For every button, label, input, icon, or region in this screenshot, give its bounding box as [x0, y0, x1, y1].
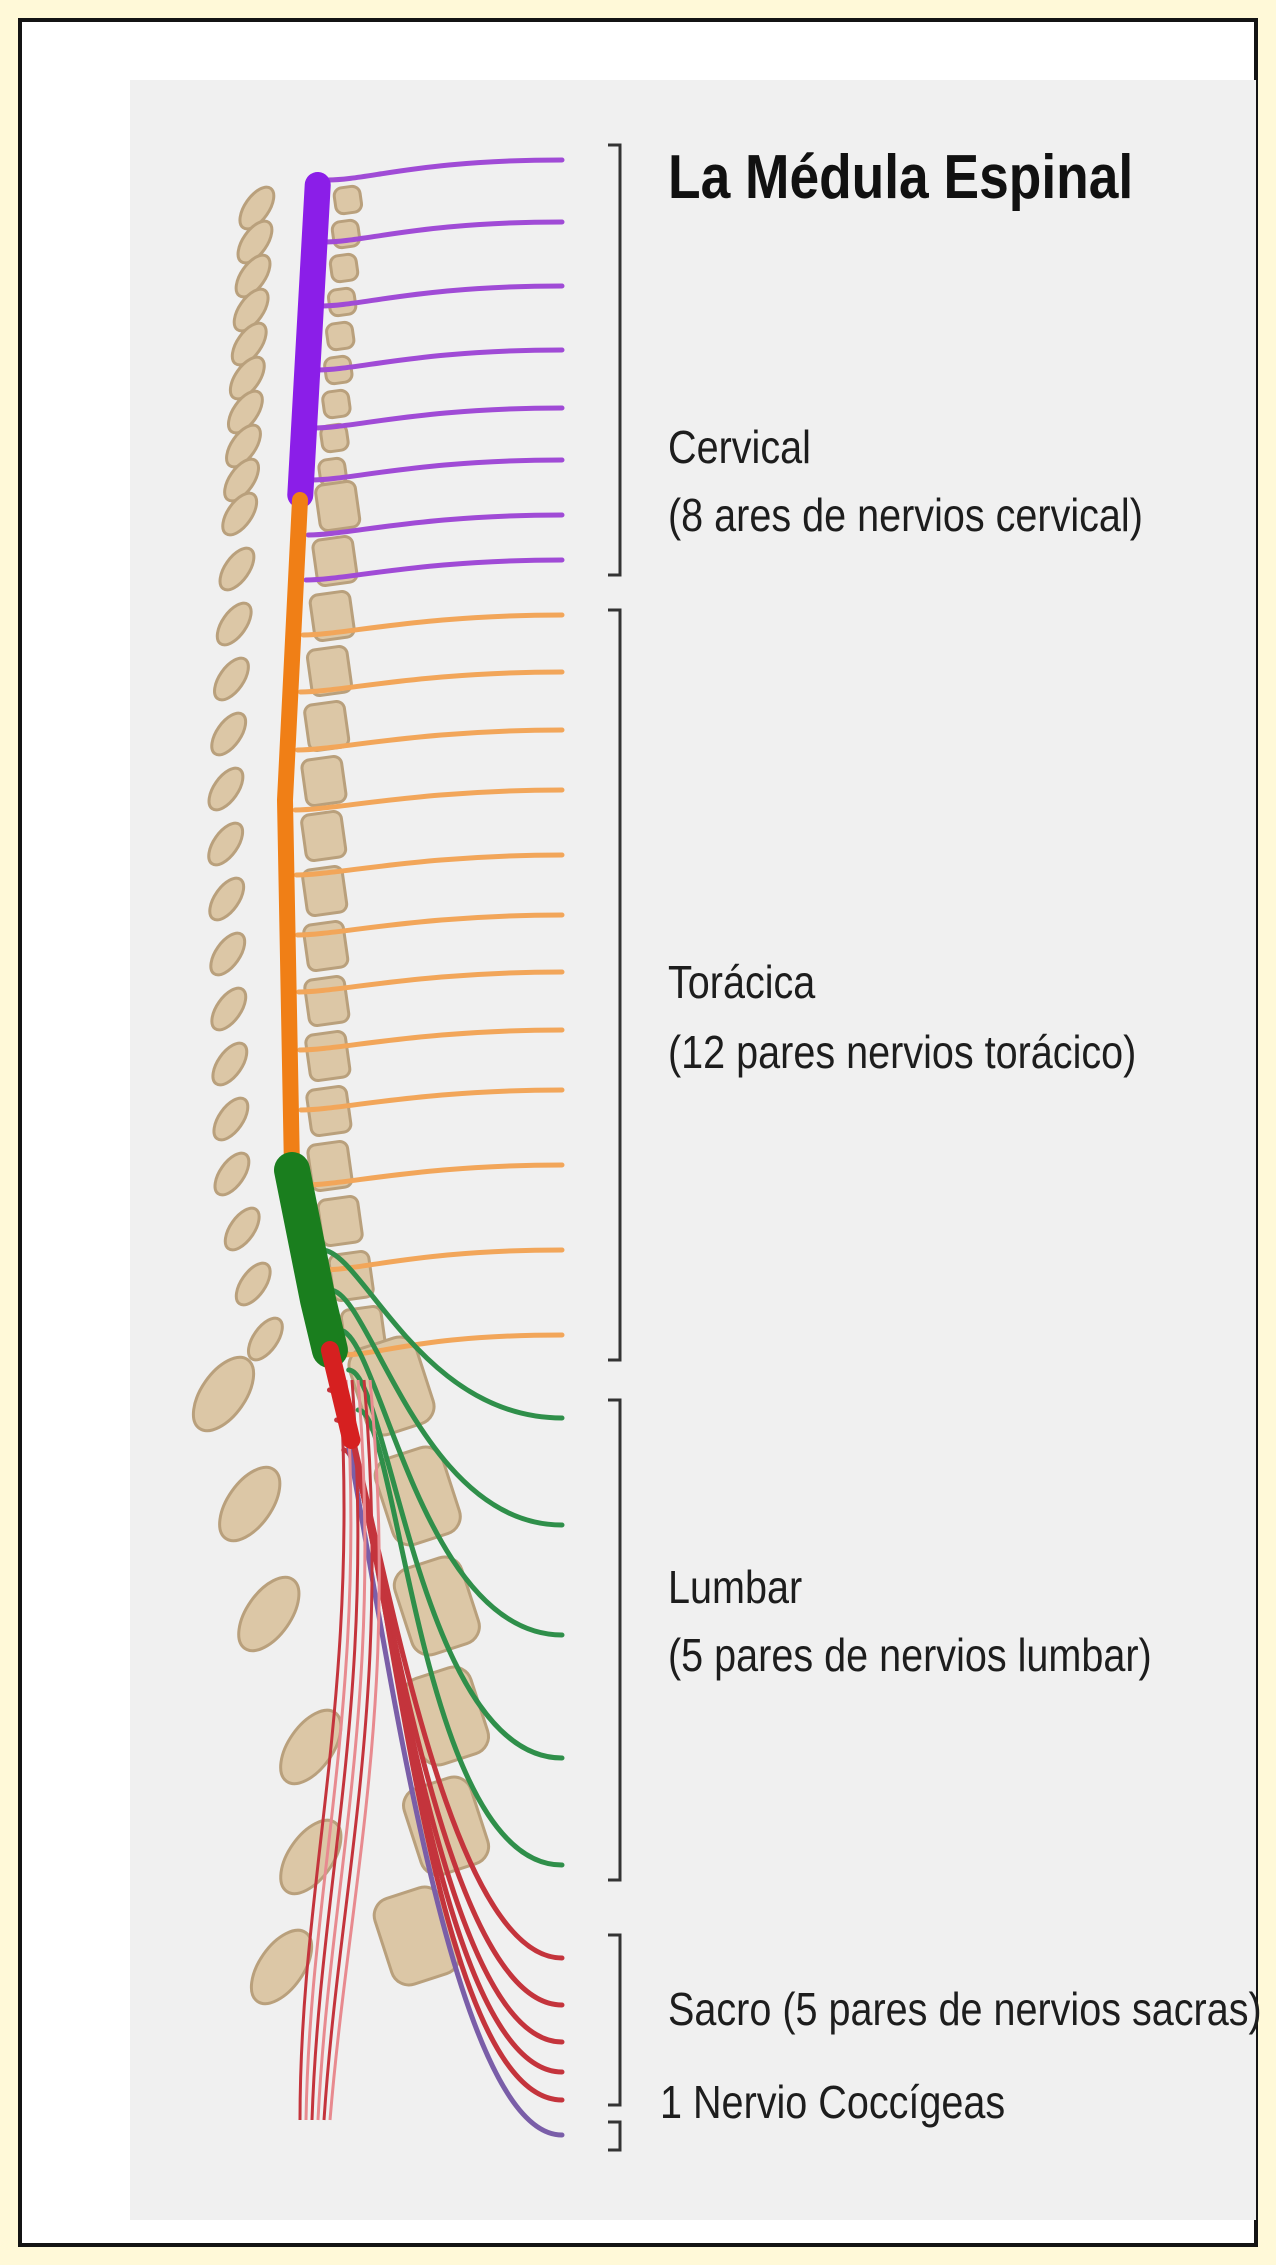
spinous-process	[213, 656, 250, 702]
cervical-nerve	[322, 219, 565, 245]
vertebra-body	[321, 388, 352, 420]
vertebra-body	[300, 754, 348, 808]
thoracic-nerve	[298, 1087, 565, 1113]
vertebra-body	[300, 809, 348, 863]
cervical-nerve	[303, 557, 565, 583]
spinous-process	[223, 457, 260, 503]
vertebra-body	[332, 184, 364, 216]
thoracic-nerve	[293, 852, 565, 878]
spinous-process	[215, 601, 253, 647]
spinous-process	[212, 1096, 250, 1142]
cauda-equina-strand	[310, 1379, 360, 2121]
lumbar-cord-segment	[274, 1152, 348, 1368]
spinous-process	[246, 1316, 284, 1362]
thoracic-nerve	[295, 912, 565, 938]
cauda-equina-strand	[322, 1379, 374, 2121]
diagram-title: La Médula Espinal	[668, 143, 1134, 212]
spinous-process	[230, 321, 268, 367]
vertebra-body	[305, 1084, 353, 1138]
lumbar-description: (5 pares de nervios lumbar)	[668, 1629, 1152, 1681]
spinous-process	[234, 253, 272, 299]
spinous-process	[236, 219, 274, 265]
coccygeal-label: 1 Nervio Coccígeas	[660, 2076, 1006, 2128]
lumbar-nerve	[319, 1247, 565, 1421]
vertebra-body	[303, 974, 351, 1028]
cervical-nerve	[318, 283, 565, 309]
spinous-process	[225, 423, 262, 469]
thoracic-nerve	[296, 969, 565, 995]
vertebra-body	[330, 218, 362, 250]
spinous-process	[249, 1928, 314, 2006]
vertebral-column	[191, 184, 491, 2006]
spinous-process	[208, 876, 246, 922]
sacral-cord-segment	[320, 1341, 361, 1449]
spinous-process	[237, 1575, 301, 1653]
spinous-process	[207, 821, 245, 867]
region-bracket	[608, 1398, 622, 1882]
cauda-equina-strand	[304, 1379, 353, 2121]
cauda-equina-strand	[316, 1379, 367, 2121]
thoracic-nerve	[302, 1162, 565, 1188]
thoracic-cord-segment	[276, 492, 308, 1178]
vertebra-body	[305, 644, 353, 698]
spinous-process	[223, 1206, 261, 1252]
thoracic-nerve	[300, 612, 565, 638]
lumbar-label: Lumbar	[668, 1561, 803, 1613]
vertebra-body	[308, 589, 356, 643]
thoracic-nerve	[292, 787, 565, 813]
cervical-nerve	[314, 347, 565, 373]
cervical-label: Cervical	[668, 421, 811, 473]
spinous-process	[207, 766, 245, 812]
cauda-equina-strand	[298, 1379, 346, 2121]
cervical-cord-segment	[287, 172, 331, 508]
cauda-equina-strand	[328, 1379, 381, 2121]
spinous-process	[210, 711, 248, 757]
thoracic-nerve	[297, 1027, 565, 1053]
region-bracket	[608, 608, 622, 1362]
thoracic-nerve	[319, 1247, 565, 1273]
spinous-process	[221, 491, 259, 537]
thoracic-description: (12 pares nervios torácico)	[668, 1026, 1137, 1078]
lumbar-nerve	[336, 1327, 565, 1638]
spinous-process	[218, 546, 256, 592]
spinous-process	[228, 355, 266, 401]
spinous-process	[279, 1818, 343, 1896]
cervical-nerve	[305, 512, 565, 538]
region-bracket	[608, 1933, 622, 2107]
thoracic-nerve	[295, 727, 565, 753]
region-bracket	[608, 143, 622, 577]
region-bracket	[608, 2120, 622, 2152]
spinous-process	[211, 1041, 249, 1087]
spinal-cord	[274, 172, 361, 1449]
spinous-process	[226, 389, 264, 435]
spinous-process	[218, 1465, 282, 1543]
region-brackets	[608, 143, 622, 2152]
vertebra-body	[325, 320, 356, 352]
spinous-process	[213, 1151, 251, 1197]
vertebra-body	[328, 252, 360, 284]
spinous-process	[209, 931, 247, 977]
vertebra-body	[314, 479, 362, 533]
sacral-nerve	[341, 1447, 565, 2103]
cervical-nerve	[325, 157, 565, 183]
spinous-process	[238, 185, 276, 231]
cervical-nerve	[311, 405, 565, 431]
thoracic-nerve	[297, 669, 565, 695]
cervical-description: (8 ares de nervios cervical)	[668, 489, 1143, 541]
spinous-process	[232, 287, 270, 333]
vertebra-body	[301, 864, 349, 918]
spinous-process	[210, 986, 248, 1032]
spinous-process	[234, 1261, 272, 1307]
vertebra-body	[304, 1029, 352, 1083]
vertebra-body	[302, 919, 350, 973]
thoracic-label: Torácica	[668, 956, 816, 1008]
cervical-nerve	[308, 457, 565, 483]
spinous-process	[191, 1355, 256, 1433]
lumbar-nerve	[327, 1287, 565, 1528]
vertebra-body	[311, 534, 359, 588]
vertebra-body	[306, 1139, 354, 1193]
sacral-label: Sacro (5 pares de nervios sacras)	[668, 1983, 1262, 2035]
